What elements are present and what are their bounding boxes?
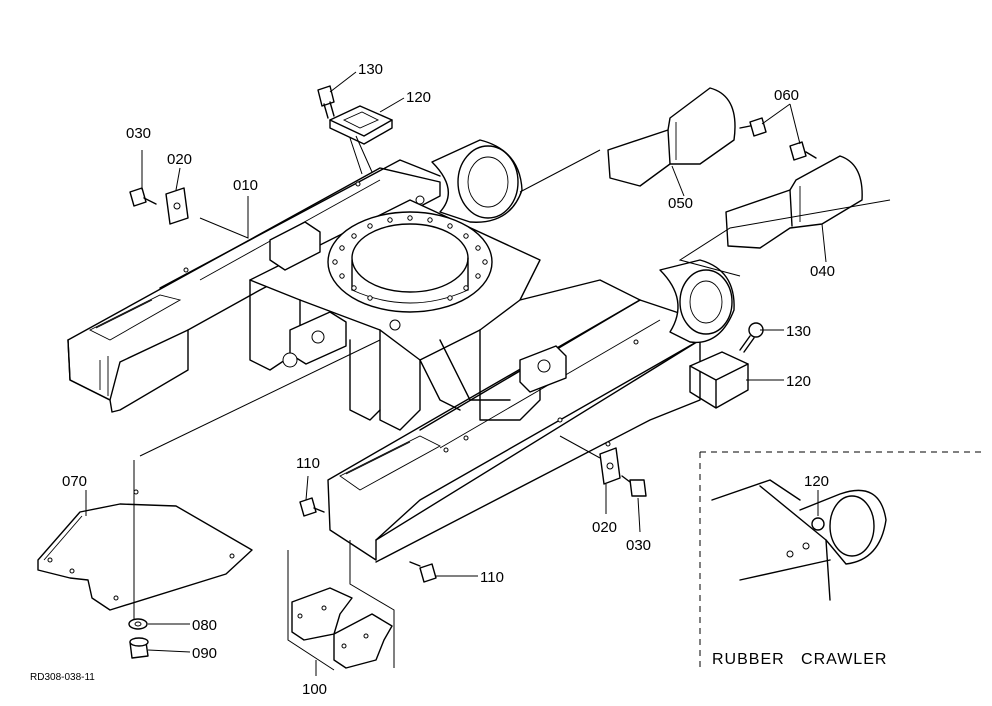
- bolt-130-top: [317, 85, 335, 119]
- label-110-lower: 110: [480, 569, 504, 586]
- bolt-130-right: [739, 322, 764, 353]
- slide-plate-100-b: [333, 613, 393, 669]
- label-130-right: 130: [786, 323, 811, 340]
- plate-120-right: [689, 351, 749, 409]
- bolt-110-lower: [409, 561, 437, 583]
- label-030-right: 030: [626, 537, 651, 554]
- nut-090: [129, 637, 149, 659]
- label-010: 010: [233, 177, 258, 194]
- bolt-110-upper: [299, 497, 325, 517]
- bolt-030-left: [129, 187, 157, 207]
- bolt-060-a: [739, 117, 767, 137]
- ring-bolt-holes: [332, 215, 488, 301]
- callout-labels: 130 120 030 020 010 060 050 040 130 120 …: [62, 61, 835, 698]
- label-020-right: 020: [592, 519, 617, 536]
- leader-lines: [85, 71, 891, 676]
- inset-rubber-crawler: [699, 451, 986, 672]
- plate-020-left: [165, 187, 189, 225]
- track-frame-010: [67, 139, 735, 563]
- label-030-left: 030: [126, 125, 151, 142]
- label-050: 050: [668, 195, 693, 212]
- plate-120-top: [329, 105, 393, 145]
- label-130-top: 130: [358, 61, 383, 78]
- bolt-030-right: [621, 475, 647, 497]
- label-090: 090: [192, 645, 217, 662]
- plate-020-right: [599, 447, 621, 485]
- under-cover-070: [37, 489, 253, 611]
- label-100: 100: [302, 681, 327, 698]
- cover-040: [725, 155, 863, 249]
- reference-code: RD308-038-11: [30, 672, 95, 683]
- bolt-060-b: [789, 141, 817, 161]
- label-120-inset: 120: [804, 473, 829, 490]
- cover-050: [607, 87, 736, 187]
- label-040: 040: [810, 263, 835, 280]
- washer-080: [128, 618, 148, 630]
- label-120-right: 120: [786, 373, 811, 390]
- label-070: 070: [62, 473, 87, 490]
- label-120-top: 120: [406, 89, 431, 106]
- label-060: 060: [774, 87, 799, 104]
- label-020-left: 020: [167, 151, 192, 168]
- inset-caption: RUBBER CRAWLER: [712, 651, 887, 668]
- slide-plate-100-a: [291, 587, 353, 641]
- label-110-upper: 110: [296, 455, 320, 472]
- label-080: 080: [192, 617, 217, 634]
